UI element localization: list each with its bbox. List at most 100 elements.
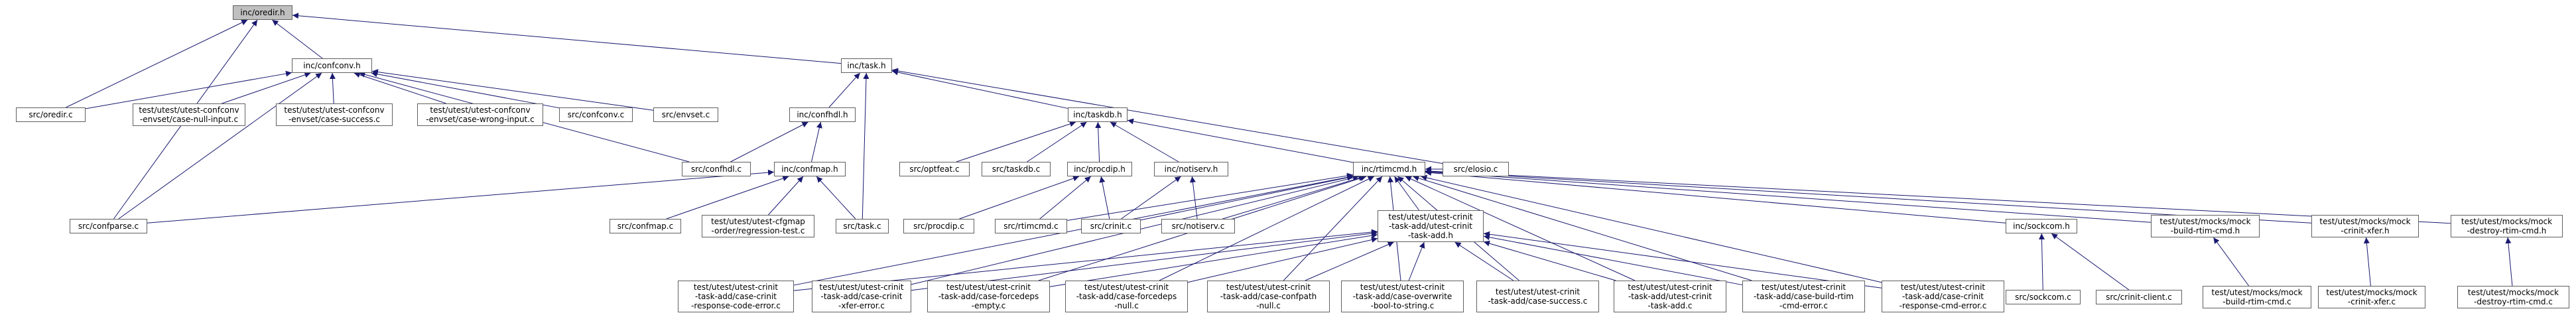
node-t-xfererr[interactable]: test/utest/utest-crinit -task-add/case-c… — [812, 281, 911, 312]
node-rtimcmd-h[interactable]: inc/rtimcmd.h — [1353, 162, 1425, 176]
edge-src-crinit-to-notiserv-h — [1121, 176, 1181, 220]
edge-procdip-h-to-taskdb-h — [1095, 121, 1102, 162]
edge-t-forcedeps-empty-to-taskadd-h — [1049, 232, 1378, 287]
edge-t-overwrite-to-taskadd-h — [1408, 241, 1425, 281]
node-confhdl-h[interactable]: inc/confhdl.h — [789, 107, 856, 122]
node-t-overwrite[interactable]: test/utest/utest-crinit -task-add/case-o… — [1341, 281, 1464, 312]
edge-src-confparse-to-confmap-h — [147, 169, 775, 224]
node-notiserv-h[interactable]: inc/notiserv.h — [1154, 162, 1228, 176]
edge-src-rtimcmd-to-rtimcmd-h — [1066, 172, 1354, 221]
edge-t-nullinput-to-confconv-h — [222, 72, 311, 104]
edge-mock-buildrtim-h-to-rtimcmd-h — [1425, 168, 2152, 223]
edge-t-taskadd-to-taskadd-h — [1483, 240, 1616, 281]
node-src-confhdl[interactable]: src/confhdl.c — [682, 162, 751, 176]
node-src-oredir[interactable]: src/oredir.c — [16, 107, 86, 122]
node-t-forcedeps-empty[interactable]: test/utest/utest-crinit -task-add/case-f… — [927, 281, 1050, 312]
node-src-taskdb[interactable]: src/taskdb.c — [982, 162, 1051, 176]
edge-t-forcedeps-null-to-rtimcmd-h — [1159, 176, 1375, 281]
edge-mock-xfer-c-to-mock-xfer-h — [2363, 237, 2371, 287]
edge-sockcom-h-to-rtimcmd-h — [1425, 170, 2006, 224]
edge-mock-xfer-h-to-rtimcmd-h — [1425, 168, 2312, 224]
edge-rtimcmd-h-to-taskdb-h — [1127, 118, 1354, 163]
edge-src-crinit-client-to-sockcom-h — [2051, 233, 2130, 290]
edge-t-confpath-null-to-taskadd-h — [1305, 241, 1394, 281]
edge-src-crinit-to-procdip-h — [1099, 176, 1110, 220]
node-src-envset[interactable]: src/envset.c — [653, 107, 718, 122]
node-src-confparse[interactable]: src/confparse.c — [70, 219, 147, 233]
node-t-confpath-null[interactable]: test/utest/utest-crinit -task-add/case-c… — [1207, 281, 1330, 312]
edge-t-success2-to-taskadd-h — [1454, 241, 1514, 281]
edge-t-respcmd-err-to-rtimcmd-h — [1421, 174, 1882, 283]
node-t-success2[interactable]: test/utest/utest-crinit -task-add/case-s… — [1476, 281, 1599, 312]
edge-confhdl-h-to-task-h — [828, 72, 860, 108]
node-src-crinit[interactable]: src/crinit.c — [1081, 219, 1141, 233]
edge-mock-buildrtim-c-to-mock-buildrtim-h — [2213, 237, 2250, 287]
node-src-procdip[interactable]: src/procdip.c — [903, 219, 974, 233]
node-t-cfgmap[interactable]: test/utest/utest-cfgmap -order/regressio… — [702, 215, 814, 237]
edge-src-confconv-to-confconv-h — [371, 71, 560, 109]
edge-src-task-to-confmap-h — [816, 176, 856, 220]
node-mock-buildrtim-h[interactable]: test/utest/mocks/mock -build-rtim-cmd.h — [2151, 215, 2260, 237]
edge-t-cfgmap-to-confmap-h — [768, 176, 804, 216]
edge-src-crinit-to-rtimcmd-h — [1140, 174, 1354, 221]
node-src-optfeat[interactable]: src/optfeat.c — [899, 162, 970, 176]
node-task-h[interactable]: inc/task.h — [841, 58, 892, 73]
node-mock-destroy-h[interactable]: test/utest/mocks/mock -destroy-rtim-cmd.… — [2451, 215, 2563, 237]
edge-src-optfeat-to-taskdb-h — [956, 121, 1076, 162]
node-mock-destroy-c[interactable]: test/utest/mocks/mock -destroy-rtim-cmd.… — [2457, 286, 2569, 308]
node-src-task[interactable]: src/task.c — [836, 219, 889, 233]
node-taskadd-h[interactable]: test/utest/utest-crinit -task-add/utest-… — [1378, 210, 1484, 242]
edge-src-rtimcmd-to-procdip-h — [1039, 176, 1092, 220]
node-procdip-h[interactable]: inc/procdip.h — [1067, 162, 1132, 176]
node-mock-buildrtim-c[interactable]: test/utest/mocks/mock -build-rtim-cmd.c — [2203, 286, 2311, 308]
edge-t-wronginput-to-confconv-h — [354, 72, 446, 104]
edge-t-buildrtim-err-to-rtimcmd-h — [1413, 175, 1752, 281]
node-t-respcmd-err[interactable]: test/utest/utest-crinit -task-add/case-c… — [1882, 281, 2004, 312]
edge-src-sockcom-to-sockcom-h — [2038, 233, 2045, 290]
node-oredir-h[interactable]: inc/oredir.h — [233, 5, 292, 20]
edge-t-success-to-confconv-h — [329, 72, 336, 104]
edge-t-forcedeps-null-to-taskadd-h — [1187, 237, 1378, 283]
node-confconv-h[interactable]: inc/confconv.h — [292, 58, 372, 73]
node-src-elosio[interactable]: src/elosio.c — [1443, 162, 1509, 176]
node-src-sockcom[interactable]: src/sockcom.c — [2006, 290, 2081, 304]
node-src-confconv[interactable]: src/confconv.c — [559, 107, 633, 122]
node-taskdb-h[interactable]: inc/taskdb.h — [1068, 107, 1127, 122]
edge-src-notiserv-to-notiserv-h — [1189, 176, 1198, 220]
node-t-forcedeps-null[interactable]: test/utest/utest-crinit -task-add/case-f… — [1065, 281, 1188, 312]
edge-confmap-h-to-confhdl-h — [811, 121, 822, 162]
node-t-buildrtim-err[interactable]: test/utest/utest-crinit -task-add/case-b… — [1742, 281, 1865, 312]
edge-src-procdip-to-procdip-h — [959, 175, 1080, 220]
node-src-confmap[interactable]: src/confmap.c — [610, 219, 681, 233]
edge-src-taskdb-to-taskdb-h — [1027, 121, 1087, 162]
node-t-wronginput[interactable]: test/utest/utest-confconv -envset/case-w… — [417, 103, 543, 126]
edge-mock-destroy-c-to-mock-destroy-h — [2505, 237, 2513, 287]
edge-notiserv-h-to-taskdb-h — [1110, 121, 1179, 162]
edge-t-respcmd-err-to-taskadd-h — [1483, 231, 1882, 289]
edge-t-confpath-null-to-rtimcmd-h — [1283, 176, 1383, 281]
node-t-taskadd[interactable]: test/utest/utest-crinit -task-add/utest-… — [1614, 281, 1726, 312]
node-confmap-h[interactable]: inc/confmap.h — [774, 162, 846, 176]
edge-t-buildrtim-err-to-taskadd-h — [1483, 234, 1743, 286]
node-t-success[interactable]: test/utest/utest-confconv -envset/case-s… — [276, 103, 393, 126]
edge-mock-destroy-h-to-rtimcmd-h — [1425, 168, 2451, 224]
edge-src-confmap-to-confmap-h — [666, 175, 789, 220]
node-src-rtimcmd[interactable]: src/rtimcmd.c — [995, 219, 1067, 233]
node-t-nullinput[interactable]: test/utest/utest-confconv -envset/case-n… — [133, 103, 245, 126]
edge-confconv-h-to-oredir-h — [272, 19, 323, 59]
edge-src-oredir-to-oredir-h — [66, 19, 248, 108]
node-mock-xfer-c[interactable]: test/utest/mocks/mock -crinit-xfer.c — [2318, 286, 2425, 308]
edge-taskdb-h-to-task-h — [891, 69, 1068, 109]
node-src-notiserv[interactable]: src/notiserv.c — [1161, 219, 1235, 233]
edge-src-confhdl-to-confhdl-h — [730, 121, 808, 162]
edge-src-confparse-to-confconv-h — [118, 72, 322, 220]
node-mock-xfer-h[interactable]: test/utest/mocks/mock -crinit-xfer.h — [2311, 215, 2419, 237]
edge-t-taskadd-to-rtimcmd-h — [1405, 176, 1636, 281]
edge-taskadd-h-to-rtimcmd-h — [1394, 176, 1419, 211]
node-t-respcode[interactable]: test/utest/utest-crinit -task-add/case-c… — [678, 281, 794, 312]
node-src-crinit-client[interactable]: src/crinit-client.c — [2096, 290, 2182, 304]
edge-src-envset-to-confconv-h — [371, 69, 654, 111]
edge-src-task-to-task-h — [862, 72, 869, 220]
node-sockcom-h[interactable]: inc/sockcom.h — [2006, 219, 2077, 233]
